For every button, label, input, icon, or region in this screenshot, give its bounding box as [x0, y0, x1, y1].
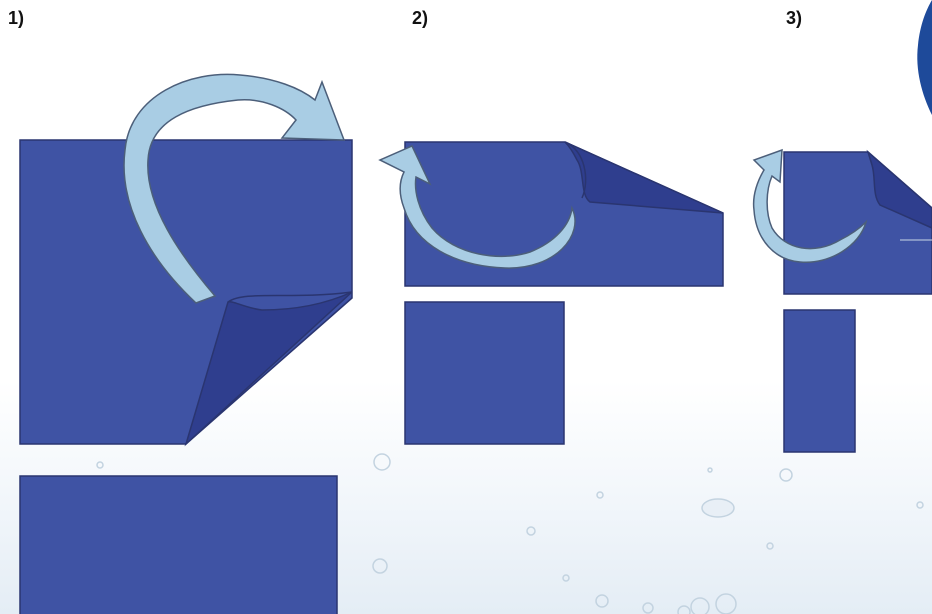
step-3-label: 3): [786, 8, 803, 28]
step-3-paper-square: [783, 149, 932, 295]
step-1-label: 1): [8, 8, 25, 28]
step-3-folded-corner: [866, 149, 932, 229]
step-1-fold-arrow: [123, 73, 346, 304]
step-1-result-rectangle: [19, 475, 338, 614]
step-2-folded-corner: [564, 141, 724, 214]
bubble-decoration: [85, 453, 924, 614]
step-3-result-rectangle: [783, 309, 856, 453]
step-2-paper-rectangle: [404, 141, 724, 287]
step-2-fold-arrow: [378, 145, 576, 269]
step-2-label: 2): [412, 8, 429, 28]
step-3-fold-arrow: [752, 148, 868, 263]
corner-badge: [917, 0, 932, 115]
step-1-folded-corner: [184, 291, 353, 447]
step-2-result-square: [404, 301, 565, 445]
